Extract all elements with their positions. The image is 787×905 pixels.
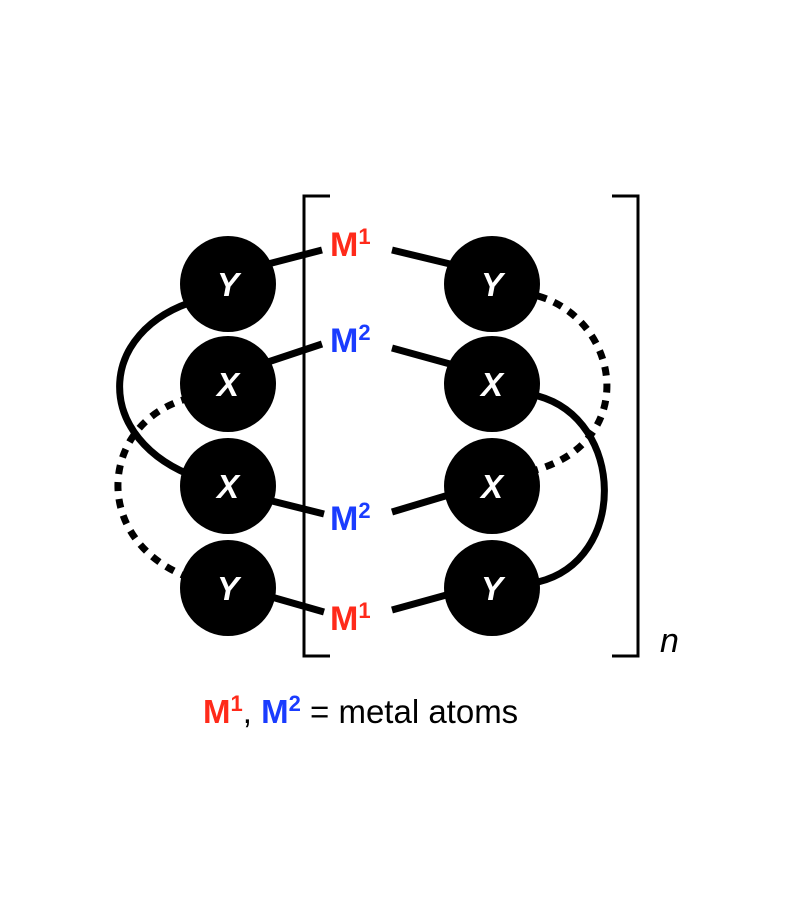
metal-M2-lower: M2 <box>330 498 371 538</box>
atom-right-2: X <box>444 336 540 432</box>
svg-text:X: X <box>479 366 505 403</box>
metal-M1-top: M1 <box>330 224 371 264</box>
svg-text:Y: Y <box>481 266 506 303</box>
caption-m2-sup: 2 <box>289 691 301 716</box>
caption-m1-sup: 1 <box>231 691 243 716</box>
metal-M2-upper: M2 <box>330 320 371 360</box>
metal-M2-lower-sup: 2 <box>358 498 370 523</box>
bond-M1-Y-right-bottom <box>391 590 451 614</box>
left-dashed-loop <box>114 394 192 582</box>
metal-M1-bottom: M1 <box>330 598 371 638</box>
bracket-right <box>612 194 640 658</box>
repeat-label-n: n <box>660 622 679 660</box>
atom-left-3: X <box>180 438 276 534</box>
bond-M2-X-right-lower <box>390 490 454 516</box>
svg-text:X: X <box>215 468 241 505</box>
bond-Y-left-top-M1 <box>267 246 323 268</box>
metal-M1-bottom-sup: 1 <box>358 598 370 623</box>
atom-left-1: Y <box>180 236 276 332</box>
bond-M1-Y-right-top <box>391 246 451 268</box>
svg-text:X: X <box>215 366 241 403</box>
atom-left-2: X <box>180 336 276 432</box>
bond-X-left-lower-M2 <box>267 496 325 518</box>
left-solid-loop <box>116 296 200 482</box>
atom-right-1: Y <box>444 236 540 332</box>
atom-right-3: X <box>444 438 540 534</box>
caption-m1-base: M <box>203 693 231 730</box>
bracket-left <box>302 194 330 658</box>
bond-M2-X-right-upper <box>391 344 451 368</box>
bond-Y-left-bottom-M1 <box>267 592 325 616</box>
metal-M1-bottom-base: M <box>330 600 358 638</box>
svg-text:Y: Y <box>217 570 242 607</box>
bond-X-left-upper-M2 <box>266 340 324 366</box>
metal-M2-upper-base: M <box>330 322 358 360</box>
svg-text:Y: Y <box>217 266 242 303</box>
atom-right-4: Y <box>444 540 540 636</box>
caption: M1, M2 = metal atoms <box>203 691 518 730</box>
right-solid-loop <box>537 392 608 586</box>
caption-separator: , <box>243 693 261 730</box>
svg-text:Y: Y <box>481 570 506 607</box>
metal-M2-upper-sup: 2 <box>358 320 370 345</box>
metal-M1-top-sup: 1 <box>358 224 370 249</box>
metal-M1-top-base: M <box>330 226 358 264</box>
metal-M2-lower-base: M <box>330 500 358 538</box>
caption-m2-base: M <box>261 693 289 730</box>
svg-text:X: X <box>479 468 505 505</box>
caption-rest: = metal atoms <box>301 693 518 730</box>
atom-left-4: Y <box>180 540 276 636</box>
